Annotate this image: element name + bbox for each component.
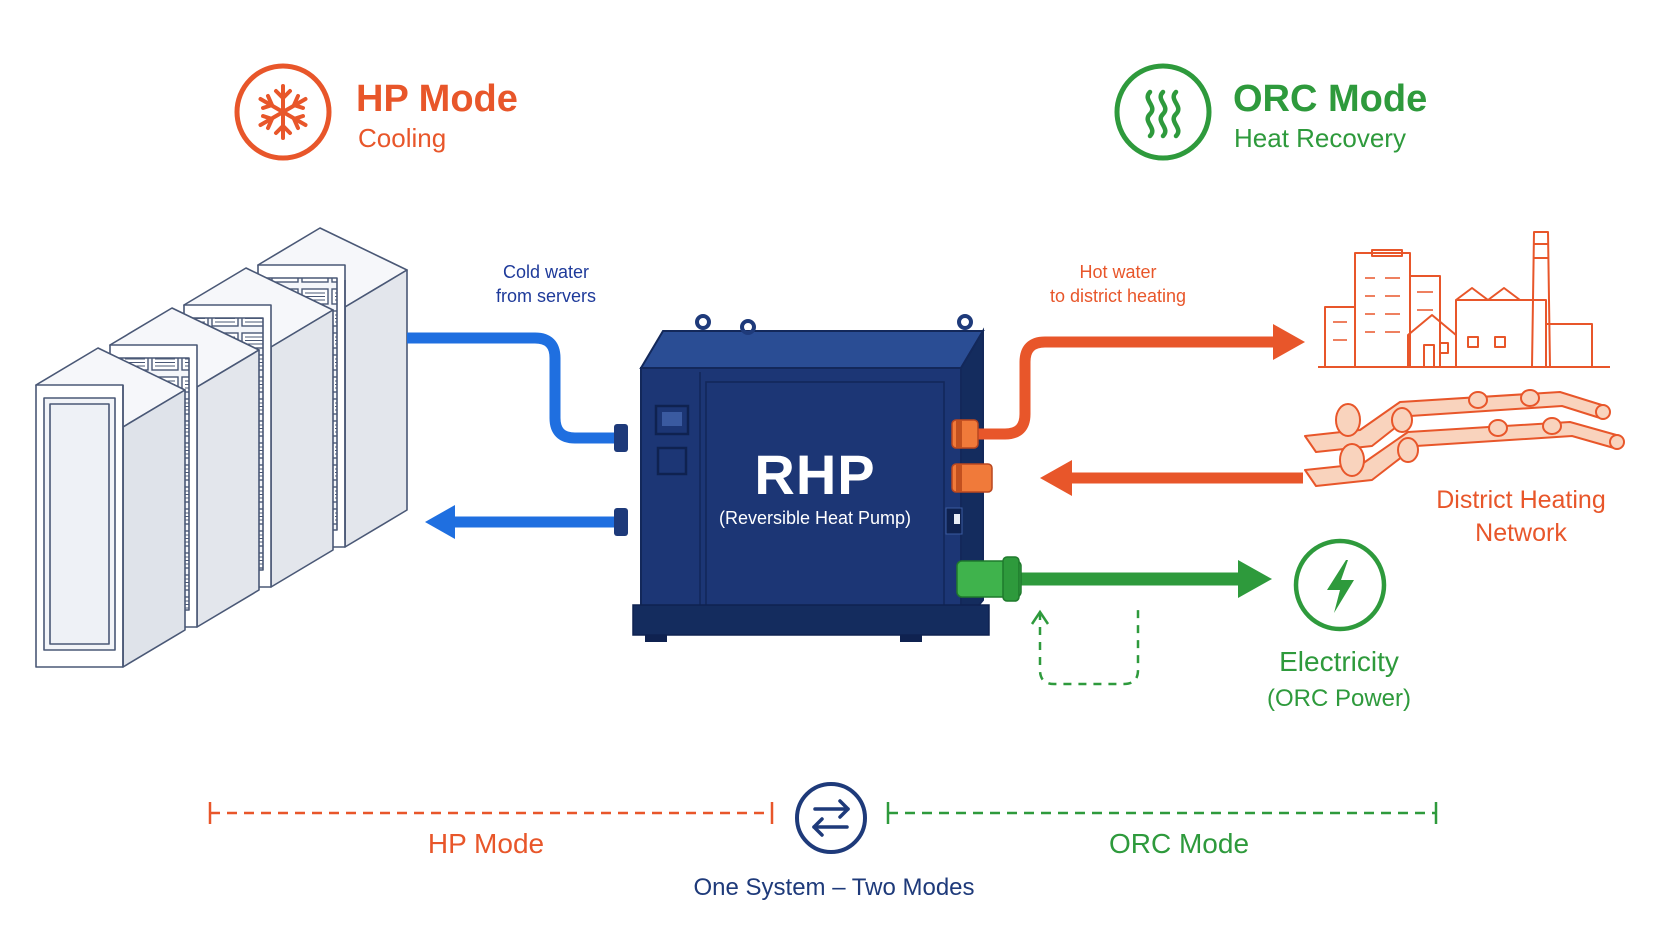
cold-water-return-pipe — [425, 505, 628, 539]
hp-mode-subtitle: Cooling — [358, 123, 447, 153]
rhp-title: RHP — [754, 443, 876, 506]
snowflake-icon — [234, 63, 332, 161]
orc-mode-subtitle: Heat Recovery — [1234, 123, 1406, 153]
hp-mode-title: HP Mode — [356, 78, 518, 120]
footer-caption: One System – Two Modes — [693, 874, 975, 901]
hot-water-label-line1: Hot water — [1079, 262, 1157, 282]
district-heating-label-line1: District Heating — [1436, 486, 1606, 514]
hot-water-return-pipe — [951, 460, 1303, 496]
orc-power-pipe — [956, 556, 1272, 602]
cold-water-label-line2: from servers — [495, 286, 597, 306]
footer-orc-mode-label: ORC Mode — [1108, 828, 1250, 859]
server-racks — [35, 227, 408, 668]
rhp-subtitle: (Reversible Heat Pump) — [718, 508, 912, 528]
heat-waves-icon — [1114, 63, 1212, 161]
cold-water-label-line1: Cold water — [502, 262, 590, 282]
hot-water-label-line2: to district heating — [1049, 286, 1187, 306]
lightning-bolt-icon — [1293, 538, 1387, 632]
hot-water-label: Hot water to district heating — [1050, 260, 1186, 308]
cold-water-label: Cold water from servers — [496, 260, 596, 308]
district-heating-label-line2: Network — [1475, 519, 1567, 547]
district-heating-pipes — [1304, 389, 1625, 487]
orc-feedback-loop — [1030, 604, 1140, 686]
electricity-label: Electricity — [1279, 646, 1399, 677]
district-heating-label: District Heating Network — [1436, 484, 1606, 550]
district-heating-network-icon — [1318, 231, 1610, 368]
footer-hp-mode-label: HP Mode — [427, 828, 545, 859]
orc-power-label: (ORC Power) — [1266, 685, 1412, 712]
orc-mode-range — [886, 802, 1438, 824]
swap-arrows-icon — [795, 782, 867, 854]
cold-water-supply-pipe — [407, 332, 628, 452]
orc-mode-title: ORC Mode — [1233, 78, 1428, 120]
server-rack — [35, 347, 186, 668]
hot-water-supply-pipe — [951, 324, 1305, 449]
hp-mode-range — [208, 802, 774, 824]
